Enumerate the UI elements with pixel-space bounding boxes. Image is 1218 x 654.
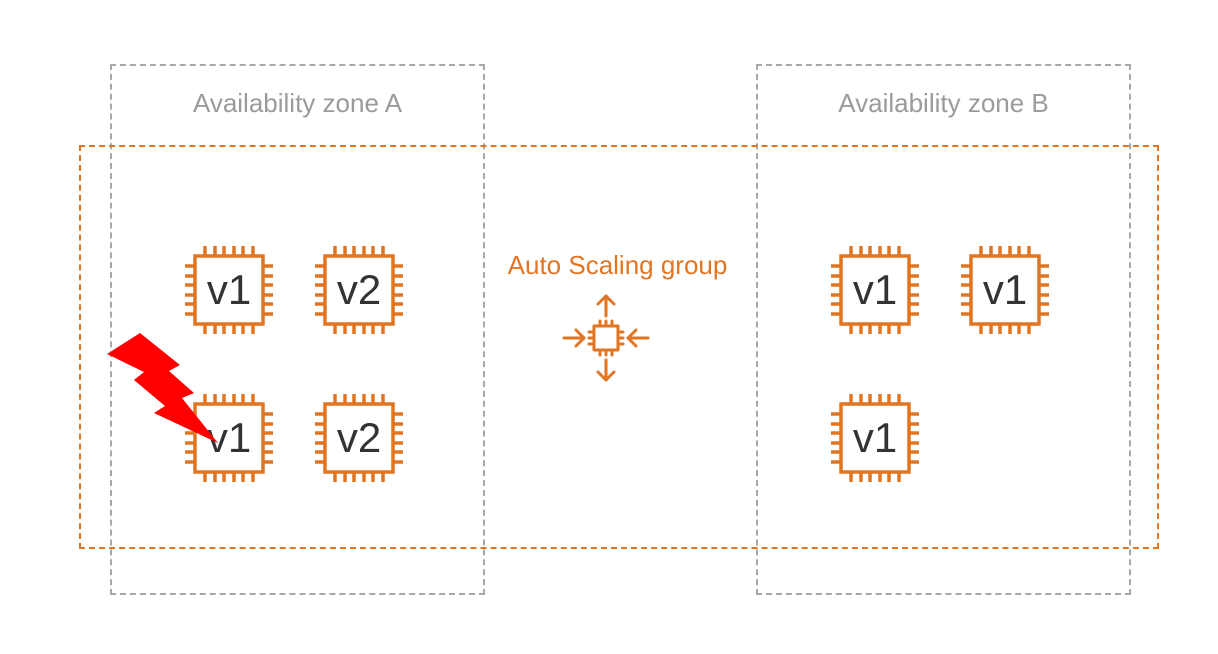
instance-zone-b-3: v1 (827, 390, 923, 486)
auto-scaling-group-label: Auto Scaling group (507, 250, 728, 280)
instance-version-label: v2 (336, 266, 382, 313)
availability-zone-b: Availability zone B (756, 64, 1131, 595)
auto-scaling-group-boundary (79, 145, 1159, 549)
ec2-instance-icon (315, 246, 403, 334)
instance-zone-a-2: v2 (311, 242, 407, 338)
ec2-instance-icon (831, 394, 919, 482)
instance-version-label: v1 (852, 266, 898, 313)
zone-b-label: Availability zone B (838, 88, 1049, 118)
zone-a-label: Availability zone A (192, 88, 403, 118)
instance-zone-b-1: v1 (827, 242, 923, 338)
instance-version-label: v1 (206, 266, 252, 313)
instance-version-label: v1 (982, 266, 1028, 313)
instance-version-label: v2 (336, 414, 382, 461)
ec2-instance-icon (961, 246, 1049, 334)
ec2-instance-icon (831, 246, 919, 334)
instance-zone-a-4: v2 (311, 390, 407, 486)
lightning-bolt-icon (107, 333, 218, 443)
ec2-instance-icon (315, 394, 403, 482)
instance-version-label: v1 (206, 414, 252, 461)
ec2-instance-icon (185, 246, 273, 334)
availability-zone-a: Availability zone A (110, 64, 485, 595)
instance-zone-b-2: v1 (957, 242, 1053, 338)
auto-scaling-icon (562, 294, 650, 382)
instance-version-label: v1 (852, 414, 898, 461)
instance-zone-a-3-failed: v1 (181, 390, 277, 486)
instance-zone-a-1: v1 (181, 242, 277, 338)
